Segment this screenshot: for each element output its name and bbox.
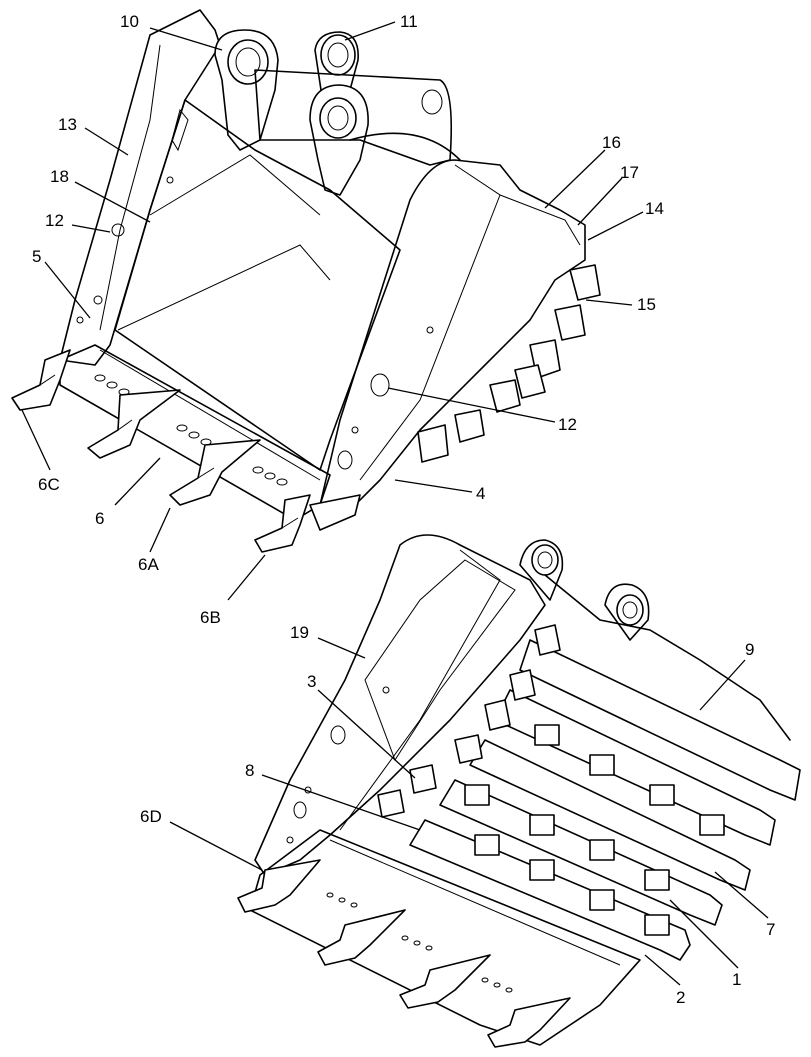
callout-8: 8 — [245, 761, 254, 780]
bottom-edge-holes — [326, 892, 513, 993]
bottom-boss-right — [604, 583, 650, 641]
callout-7: 7 — [766, 920, 775, 939]
top-crossmember — [254, 69, 453, 166]
callout-6B: 6B — [200, 608, 221, 627]
edge-holes — [94, 374, 288, 486]
callout-14: 14 — [645, 199, 664, 218]
bottom-cutting-edge — [249, 829, 641, 1046]
callout-16: 16 — [602, 133, 621, 152]
bottom-side-plate — [254, 534, 546, 876]
tooth-6D — [237, 859, 321, 913]
callout-15: 15 — [637, 295, 656, 314]
callout-9: 9 — [745, 640, 754, 659]
bottom-boss-left — [519, 539, 564, 601]
callout-1: 1 — [732, 970, 741, 989]
callout-10: 10 — [120, 12, 139, 31]
bottom-tooth-3 — [399, 954, 491, 1009]
callout-12-bottom: 12 — [558, 415, 577, 434]
bottom-side-protectors — [377, 624, 561, 818]
callout-6C: 6C — [38, 475, 60, 494]
callout-6: 6 — [95, 509, 104, 528]
top-bucket-drawing — [11, 9, 601, 553]
bottom-bucket-drawing — [237, 534, 801, 1048]
callout-13: 13 — [58, 115, 77, 134]
tooth-6B — [254, 494, 311, 553]
callout-labels: 10 11 13 18 12 5 16 17 14 15 12 4 6C 6 6… — [32, 12, 775, 1007]
tooth-6C — [11, 349, 71, 411]
callout-19: 19 — [290, 623, 309, 642]
callout-11: 11 — [400, 12, 418, 31]
callout-17: 17 — [620, 163, 639, 182]
callout-18: 18 — [50, 167, 69, 186]
callout-12-top: 12 — [45, 211, 64, 230]
bottom-tooth-2 — [317, 909, 406, 966]
bucket-interior — [114, 99, 401, 471]
leader-lines — [21, 21, 769, 986]
callout-2: 2 — [676, 988, 685, 1007]
callout-3: 3 — [307, 672, 316, 691]
callout-4: 4 — [476, 484, 485, 503]
corner-guard — [309, 494, 361, 531]
bottom-tooth-4 — [487, 997, 571, 1048]
tooth-6A — [169, 439, 261, 506]
tooth-6 — [87, 389, 181, 459]
callout-5: 5 — [32, 247, 41, 266]
wear-buttons — [464, 724, 725, 936]
right-side-plate — [319, 159, 586, 511]
callout-6A: 6A — [138, 555, 159, 574]
side-cutter-segments — [417, 264, 601, 463]
pin-boss-left — [214, 29, 279, 151]
callout-6D: 6D — [140, 807, 162, 826]
